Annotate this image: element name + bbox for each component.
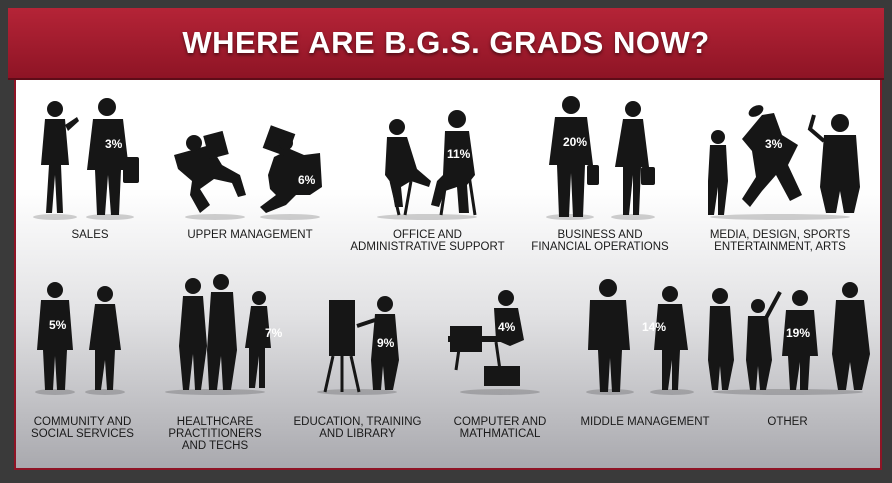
category-upper-management: 6% UPPER MANAGEMENT	[170, 95, 330, 245]
education-silhouette	[317, 296, 399, 395]
label-computer-math: COMPUTER AND MATHMATICAL	[453, 416, 547, 440]
community-social-silhouette	[35, 282, 125, 395]
upper-management-silhouette	[174, 125, 322, 220]
label-office-admin: OFFICE AND ADMINISTRATIVE SUPPORT	[350, 229, 505, 253]
healthcare-silhouette	[165, 274, 271, 395]
category-other: 19% OTHER	[700, 270, 875, 450]
category-office-admin: 11% OFFICE AND ADMINISTRATIVE SUPPORT	[345, 95, 510, 260]
percent-computer-math: 4%	[498, 320, 516, 334]
percent-other: 19%	[786, 326, 811, 340]
label-upper-management: UPPER MANAGEMENT	[187, 229, 313, 241]
percent-media-design: 3%	[765, 137, 783, 151]
middle-management-silhouette	[586, 279, 694, 395]
category-healthcare: 7% HEALTHCARE PRACTITIONERS AND TECHS	[155, 270, 282, 460]
label-business-financial: BUSINESS AND FINANCIAL OPERATIONS	[531, 229, 669, 253]
category-middle-management: 14% MIDDLE MANAGEMENT	[570, 270, 720, 450]
category-sales: 3% SALES	[25, 95, 155, 245]
page-title: WHERE ARE B.G.S. GRADS NOW?	[182, 25, 710, 60]
category-business-financial: 20% BUSINESS AND FINANCIAL OPERATIONS	[525, 95, 675, 260]
percent-community-social: 5%	[49, 318, 67, 332]
category-community-social: 5% COMMUNITY AND SOCIAL SERVICES	[25, 270, 140, 450]
label-media-design: MEDIA, DESIGN, SPORTS ENTERTAINMENT, ART…	[709, 229, 851, 253]
media-design-silhouette	[708, 105, 860, 220]
label-other: OTHER	[767, 416, 808, 428]
percent-business-financial: 20%	[563, 135, 588, 149]
label-education: EDUCATION, TRAINING AND LIBRARY	[293, 416, 422, 440]
office-admin-silhouette	[377, 110, 477, 220]
label-healthcare: HEALTHCARE PRACTITIONERS AND TECHS	[168, 416, 262, 452]
label-community-social: COMMUNITY AND SOCIAL SERVICES	[31, 416, 134, 440]
category-media-design: 3% MEDIA, DESIGN, SPORTS ENTERTAINMENT, …	[690, 95, 870, 260]
other-silhouette	[708, 282, 870, 395]
label-sales: SALES	[71, 229, 109, 241]
sales-people-silhouette	[33, 98, 139, 220]
percent-sales: 3%	[105, 137, 123, 151]
percent-middle-management: 14%	[642, 320, 667, 334]
business-financial-silhouette	[546, 96, 655, 220]
title-banner: WHERE ARE B.G.S. GRADS NOW?	[8, 8, 884, 80]
computer-math-silhouette	[448, 290, 540, 395]
label-middle-management: MIDDLE MANAGEMENT	[580, 416, 710, 428]
category-computer-math: 4% COMPUTER AND MATHMATICAL	[440, 270, 560, 450]
percent-office-admin: 11%	[447, 147, 471, 161]
category-education: 9% EDUCATION, TRAINING AND LIBRARY	[285, 270, 430, 450]
percent-upper-management: 6%	[298, 173, 316, 187]
percent-healthcare: 7%	[265, 326, 283, 340]
percent-education: 9%	[377, 336, 395, 350]
